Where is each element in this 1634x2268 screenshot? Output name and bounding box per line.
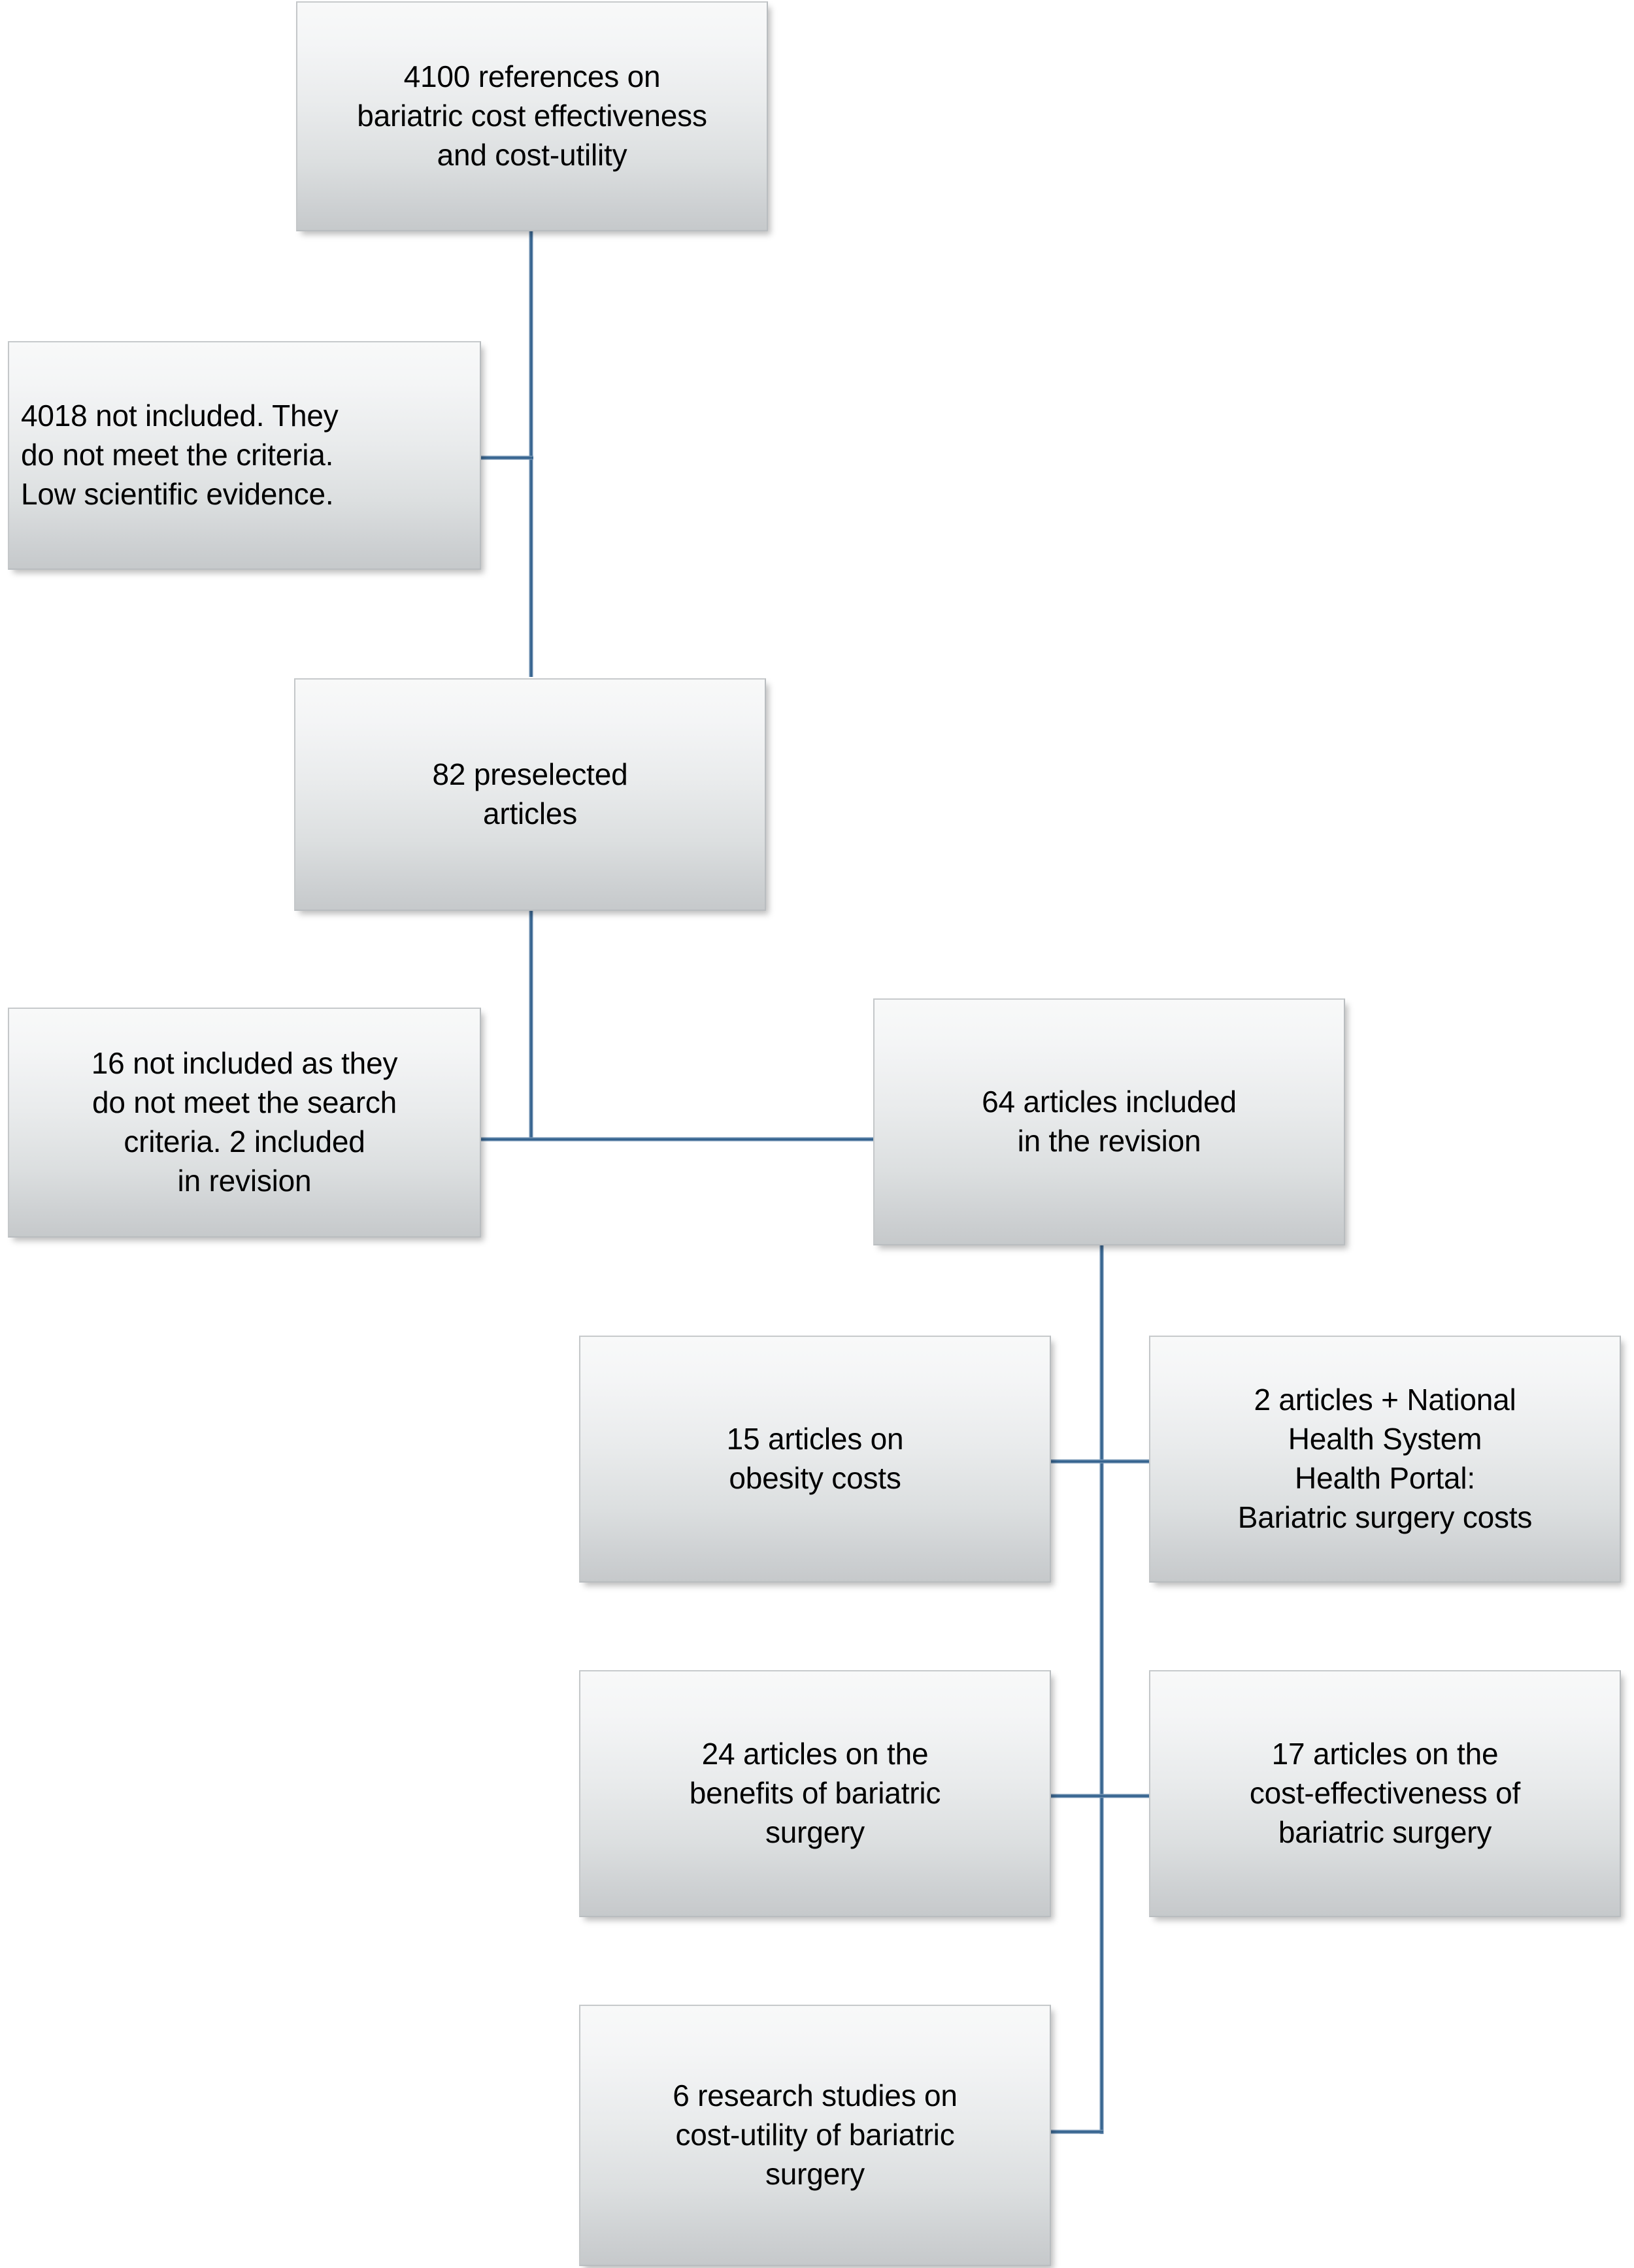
node-national-health-portal-2[interactable]: 2 articles + National Health System Heal… [1149, 1336, 1621, 1583]
node-excluded-16[interactable]: 16 not included as they do not meet the … [8, 1008, 481, 1238]
connector-row-benefits-cost-effectiveness [1048, 1794, 1152, 1798]
node-cost-effectiveness-17-label: 17 articles on the cost-effectiveness of… [1249, 1737, 1521, 1849]
connector-split-16-64 [481, 1137, 875, 1142]
node-excluded-16-label: 16 not included as they do not meet the … [91, 1046, 398, 1198]
node-preselected-82-label: 82 preselected articles [432, 757, 628, 830]
node-benefits-24[interactable]: 24 articles on the benefits of bariatric… [579, 1670, 1051, 1917]
connector-included-64-trunk [1099, 1245, 1104, 2134]
node-included-64-label: 64 articles included in the revision [982, 1085, 1237, 1158]
connector-preselected-to-split [529, 911, 533, 1140]
node-cost-utility-6[interactable]: 6 research studies on cost-utility of ba… [579, 2005, 1051, 2266]
node-references[interactable]: 4100 references on bariatric cost effect… [296, 1, 768, 231]
node-national-health-portal-2-label: 2 articles + National Health System Heal… [1237, 1383, 1533, 1534]
node-benefits-24-label: 24 articles on the benefits of bariatric… [689, 1737, 941, 1849]
node-excluded-4018-label: 4018 not included. They do not meet the … [21, 399, 339, 511]
connector-references-to-excluded-4018 [481, 455, 533, 460]
node-obesity-costs-15-label: 15 articles on obesity costs [726, 1422, 904, 1495]
node-excluded-4018[interactable]: 4018 not included. They do not meet the … [8, 341, 481, 570]
connector-row-obesity-costs [1048, 1459, 1152, 1464]
node-preselected-82[interactable]: 82 preselected articles [294, 678, 766, 911]
node-included-64[interactable]: 64 articles included in the revision [873, 998, 1345, 1245]
node-obesity-costs-15[interactable]: 15 articles on obesity costs [579, 1336, 1051, 1583]
node-cost-effectiveness-17[interactable]: 17 articles on the cost-effectiveness of… [1149, 1670, 1621, 1917]
node-cost-utility-6-label: 6 research studies on cost-utility of ba… [673, 2079, 958, 2191]
connector-row-cost-utility [1048, 2129, 1103, 2134]
connector-references-to-preselected [529, 230, 533, 677]
node-references-label: 4100 references on bariatric cost effect… [357, 59, 707, 172]
